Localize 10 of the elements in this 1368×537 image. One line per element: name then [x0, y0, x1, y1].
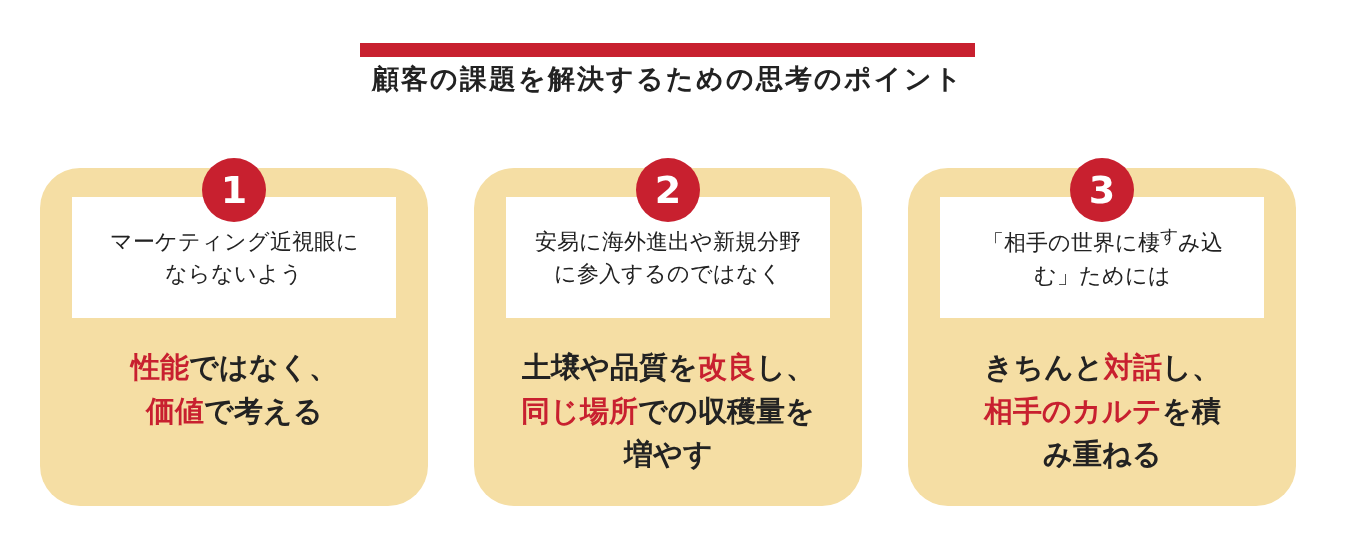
condition-text: マーケティング近視眼にならないよう: [108, 227, 360, 288]
point-text: きちんと対話し、相手のカルテを積み重ねる: [982, 349, 1222, 473]
point-text: 性能ではなく、価値で考える: [128, 349, 339, 430]
condition-text: 「相手の世界に棲$^{す}$み込む」ためには: [980, 224, 1224, 290]
condition-text: 安易に海外進出や新規分野に参入するのではなく: [534, 227, 802, 288]
diagram-title: 顧客の課題を解決するための思考のポイント: [360, 43, 975, 97]
number-badge: 2: [636, 158, 700, 222]
number-badge: 3: [1070, 158, 1134, 222]
point-text: 土壌や品質を改良し、同じ場所での収穫量を増やす: [520, 349, 816, 473]
number-badge: 1: [202, 158, 266, 222]
